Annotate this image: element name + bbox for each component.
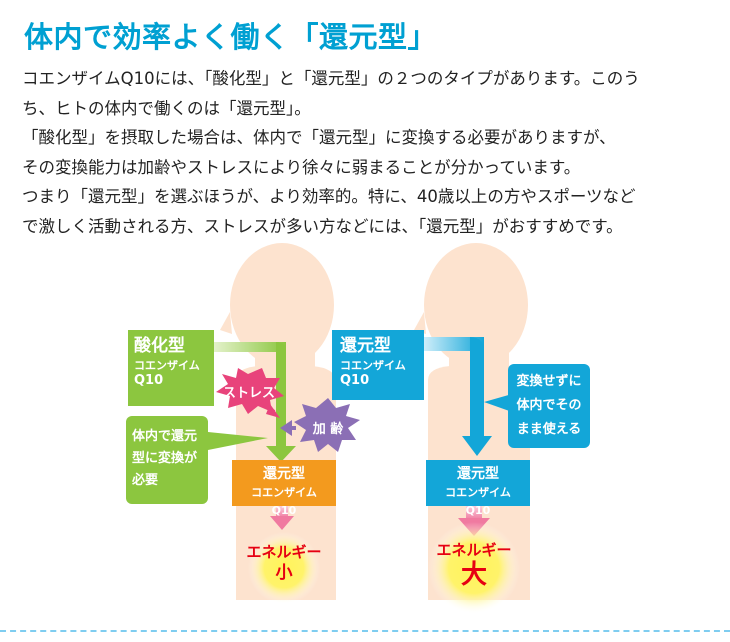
right-energy-line-1: エネルギー bbox=[436, 541, 512, 559]
left-energy-line-1: エネルギー bbox=[246, 543, 322, 561]
right-energy-label: エネルギー 大 bbox=[424, 540, 524, 590]
description-line-2: ち、ヒトの体内で働くのは「還元型」。 bbox=[22, 98, 311, 118]
stress-burst bbox=[216, 368, 284, 414]
right-note-line-3: まま使える bbox=[516, 422, 582, 437]
oxidized-box-sub2: Q10 bbox=[134, 373, 164, 388]
aging-label: 加 齢 bbox=[312, 422, 344, 437]
reduced-box-title: 還元型 bbox=[340, 336, 391, 356]
description-line-6: で激しく活動される方、ストレスが多い方などには、「還元型」がおすすめです。 bbox=[22, 216, 623, 236]
right-note-line-1: 変換せずに bbox=[516, 374, 582, 389]
bottom-divider bbox=[0, 630, 730, 632]
right-energy-glow bbox=[428, 522, 520, 614]
stress-label: ストレス bbox=[222, 386, 275, 401]
left-note-line-1: 体内で還元 bbox=[132, 429, 198, 444]
aging-burst bbox=[294, 398, 360, 452]
description-line-1: コエンザイムQ10には、「酸化型」と「還元型」の２つのタイプがあります。このう bbox=[22, 69, 640, 88]
oxidized-box-sub1: コエンザイム bbox=[134, 359, 200, 372]
right-result-box: 還元型 コエンザイム Q10 bbox=[426, 460, 530, 517]
left-note-pointer bbox=[208, 432, 268, 450]
right-result-sub: コエンザイム Q10 bbox=[445, 486, 511, 517]
right-note-pointer bbox=[484, 394, 512, 412]
description-line-4: その変換能力は加齢やストレスにより徐々に弱まることが分かっています。 bbox=[22, 157, 581, 177]
left-energy-arrow bbox=[270, 506, 294, 530]
description-line-5: つまり「還元型」を選ぶほうが、より効率的。特に、40歳以上の方やスポーツなど bbox=[22, 187, 636, 207]
left-result-box: 還元型 コエンザイム Q10 bbox=[232, 460, 336, 517]
right-note-line-2: 体内でその bbox=[516, 398, 582, 413]
reduced-box-sub1: コエンザイム bbox=[340, 359, 406, 372]
left-note-box: 体内で還元 型に変換が 必要 bbox=[126, 416, 208, 504]
left-result-sub: コエンザイム Q10 bbox=[251, 486, 317, 517]
right-direct-arrow bbox=[424, 337, 492, 456]
left-note-line-2: 型に変換が bbox=[132, 451, 198, 466]
right-result-title: 還元型 bbox=[457, 466, 499, 482]
left-energy-glow bbox=[248, 532, 320, 604]
left-result-title: 還元型 bbox=[263, 466, 305, 482]
description-line-3: 「酸化型」を摂取した場合は、体内で「還元型」に変換する必要がありますが、 bbox=[22, 128, 616, 148]
reduced-source-box: 還元型 コエンザイム Q10 bbox=[332, 330, 424, 400]
page-title: 体内で効率よく働く「還元型」 bbox=[24, 20, 438, 54]
description-paragraph: コエンザイムQ10には、「酸化型」と「還元型」の２つのタイプがあります。このう … bbox=[22, 64, 712, 242]
left-energy-label: エネルギー 小 bbox=[238, 542, 330, 584]
left-note-line-3: 必要 bbox=[132, 473, 159, 488]
right-note-box: 変換せずに 体内でその まま使える bbox=[508, 364, 590, 448]
reduced-box-sub2: Q10 bbox=[340, 373, 370, 388]
oxidized-box-title: 酸化型 bbox=[134, 336, 185, 356]
left-energy-line-2: 小 bbox=[275, 563, 293, 583]
right-energy-line-2: 大 bbox=[460, 560, 487, 590]
oxidized-source-box: 酸化型 コエンザイム Q10 bbox=[128, 330, 214, 406]
